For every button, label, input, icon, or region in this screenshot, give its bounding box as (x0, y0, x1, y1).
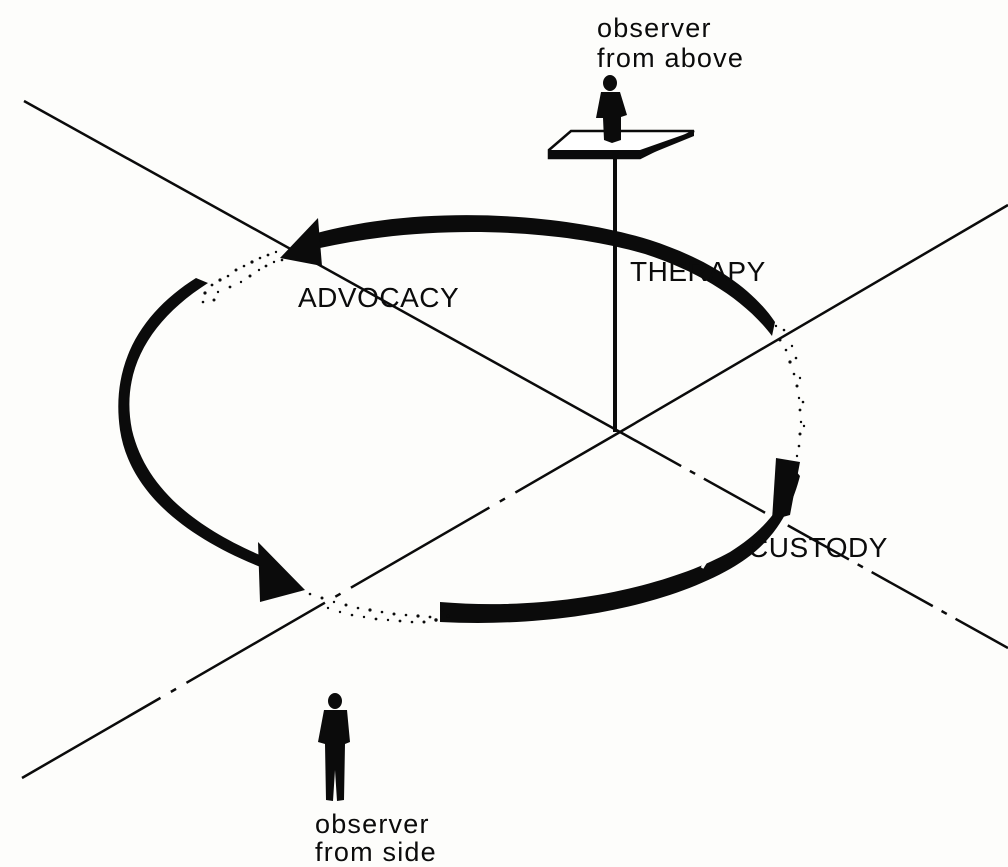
observer-side-line1: observer (315, 810, 430, 838)
stipple-zone-right (775, 325, 805, 457)
axis-line-sw-ne-upper (620, 205, 1008, 432)
axis-line-nw-se-upper (24, 101, 620, 432)
observation-platform (549, 131, 694, 158)
observer-side-line2: from side (315, 838, 437, 866)
stipple-zone-upper-left (202, 251, 284, 304)
label-advocacy: ADVOCACY (298, 284, 459, 312)
arrowhead-lower-left (258, 542, 305, 602)
cycle-band-custody (440, 470, 800, 623)
arrowhead-advocacy (280, 218, 322, 266)
label-therapy: THERAPY (630, 258, 766, 286)
observer-side-figure (318, 693, 350, 801)
observer-above-line1: observer (597, 14, 712, 42)
label-custody: CUSTODY (748, 534, 888, 562)
observer-above-line2: from above (597, 44, 744, 72)
cycle-band-left (118, 278, 268, 570)
